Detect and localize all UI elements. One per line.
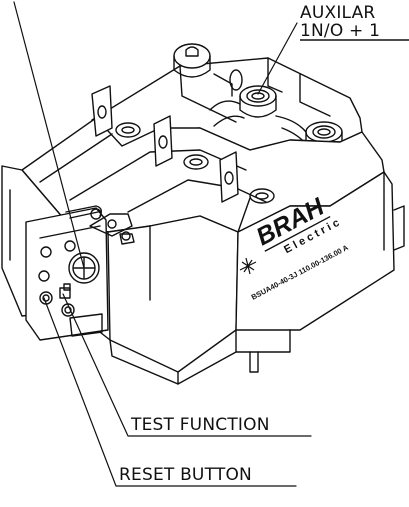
reset-button-leader — [43, 297, 297, 487]
top-left-leader — [13, 1, 85, 269]
terminal-lugs — [91, 85, 239, 203]
reset-button-label: RESET BUTTON — [119, 465, 252, 485]
starburst-logo — [239, 257, 257, 275]
control-panel — [25, 205, 135, 341]
auxiliary-label-line2: 1N/O + 1 — [300, 21, 381, 41]
test-function-leader — [62, 293, 312, 437]
test-function-label: TEST FUNCTION — [131, 415, 270, 435]
auxiliary-label-line1: AUXILAR — [300, 3, 376, 23]
aux-leader — [257, 22, 298, 95]
auxiliary-label: AUXILAR 1N/O + 1 — [300, 4, 380, 40]
leader-lines — [13, 1, 312, 487]
